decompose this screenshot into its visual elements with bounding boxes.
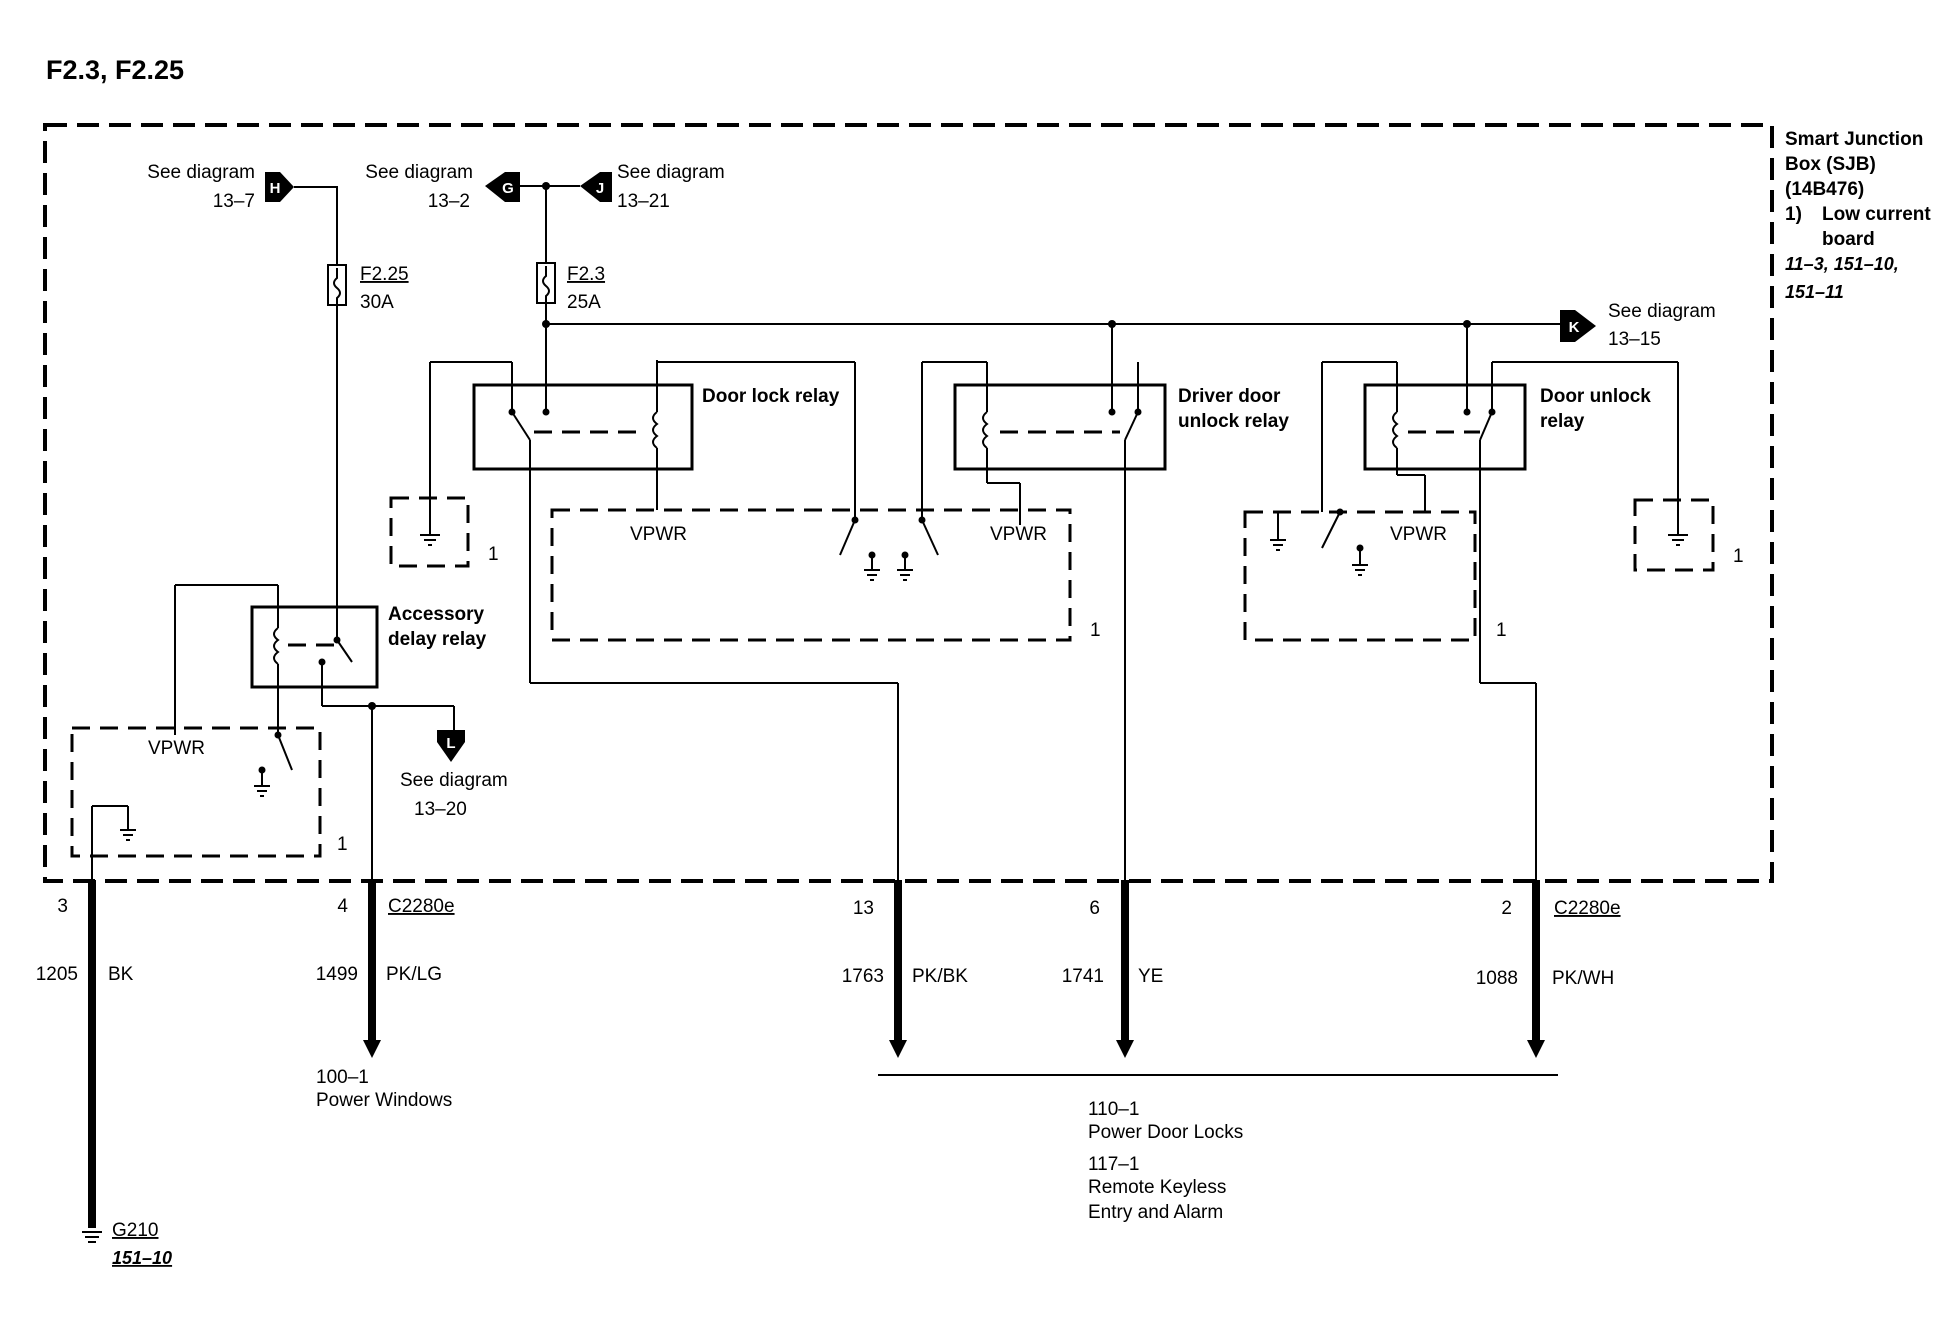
ground-label: G210	[112, 1220, 158, 1241]
vpwr-label: VPWR	[990, 524, 1047, 545]
note-marker: 1	[488, 544, 499, 565]
right-ground-module	[1633, 498, 1715, 572]
ref-k-num: 13–15	[1608, 329, 1661, 350]
wire-color: PK/BK	[912, 966, 968, 987]
svg-text:J: J	[596, 180, 604, 197]
fuse-f2-25-rating: 30A	[360, 292, 394, 313]
svg-text:board: board	[1822, 229, 1875, 250]
pin-label: 3	[57, 896, 68, 917]
svg-text:L: L	[446, 735, 455, 752]
ref-g-label: See diagram	[365, 162, 473, 183]
power-windows-label: Power Windows	[316, 1090, 452, 1111]
smart-junction-box-outline	[43, 123, 1774, 883]
svg-text:K: K	[1569, 319, 1580, 336]
fuse-f2-3-rating: 25A	[567, 292, 601, 313]
ref-j-num: 13–21	[617, 191, 670, 212]
note-marker: 1	[1733, 546, 1744, 567]
accessory-relay-label-2: delay relay	[388, 629, 487, 650]
note-marker: 1	[1090, 620, 1101, 641]
lock-unlock-vpwr-module	[550, 508, 1072, 642]
wire-color: PK/LG	[386, 964, 442, 985]
wire-color: YE	[1138, 966, 1163, 987]
pdl-label: Power Door Locks	[1088, 1122, 1243, 1143]
driver-unlock-relay-label-1: Driver door	[1178, 386, 1281, 407]
ground-icon	[82, 1231, 102, 1243]
door-unlock-relay	[1363, 383, 1527, 471]
ref-g-num: 13–2	[428, 191, 470, 212]
ref-l-label: See diagram	[400, 770, 508, 791]
ref-j-label: See diagram	[617, 162, 725, 183]
door-unlock-relay-label-2: relay	[1540, 411, 1585, 432]
door-unlock-vpwr-module	[1243, 510, 1477, 642]
ref-h-label: See diagram	[147, 162, 255, 183]
note-marker: 1	[1496, 620, 1507, 641]
fuse-f2-3-name: F2.3	[567, 264, 605, 285]
svg-text:11–3, 151–10,: 11–3, 151–10,	[1785, 254, 1899, 274]
ref-arrow-h[interactable]: H	[265, 172, 294, 202]
pdl-num: 110–1	[1088, 1099, 1139, 1120]
wire-color: PK/WH	[1552, 968, 1614, 989]
svg-text:Smart Junction: Smart Junction	[1785, 129, 1923, 150]
ref-l-num: 13–20	[414, 799, 467, 820]
wire-color: BK	[108, 964, 134, 985]
connector-label: C2280e	[388, 896, 455, 917]
accessory-delay-relay	[250, 605, 379, 689]
svg-text:Box (SJB): Box (SJB)	[1785, 154, 1876, 175]
vpwr-label: VPWR	[1390, 524, 1447, 545]
vpwr-label: VPWR	[148, 738, 205, 759]
circuit-number: 1741	[1062, 966, 1104, 987]
pin-label: 4	[337, 896, 348, 917]
door-lock-ground-module	[389, 496, 470, 568]
pin-label: 13	[853, 898, 874, 919]
ref-arrow-k[interactable]: K	[1560, 310, 1596, 342]
door-lock-relay	[472, 383, 694, 471]
pin-label: 2	[1501, 898, 1512, 919]
svg-text:1): 1)	[1785, 204, 1802, 225]
ref-arrow-j[interactable]: J	[580, 172, 612, 202]
door-lock-relay-label: Door lock relay	[702, 386, 840, 407]
circuit-number: 1205	[36, 964, 78, 985]
rke-num: 117–1	[1088, 1154, 1139, 1175]
accessory-relay-label-1: Accessory	[388, 604, 485, 625]
page-title: F2.3, F2.25	[46, 55, 184, 85]
rke-label-1: Remote Keyless	[1088, 1177, 1226, 1198]
circuit-number: 1763	[842, 966, 884, 987]
driver-unlock-relay-label-2: unlock relay	[1178, 411, 1289, 432]
note-marker: 1	[337, 834, 348, 855]
ref-arrow-g[interactable]: G	[485, 172, 520, 202]
vpwr-label: VPWR	[630, 524, 687, 545]
svg-text:(14B476): (14B476)	[1785, 179, 1864, 200]
fuse-f2-25-name: F2.25	[360, 264, 409, 285]
ref-h-num: 13–7	[213, 191, 255, 212]
pin-label: 6	[1089, 898, 1100, 919]
svg-text:151–11: 151–11	[1785, 282, 1844, 302]
door-unlock-relay-label-1: Door unlock	[1540, 386, 1651, 407]
circuit-number: 1088	[1476, 968, 1518, 989]
connector-label: C2280e	[1554, 898, 1621, 919]
svg-text:G: G	[502, 180, 514, 197]
circuit-number: 1499	[316, 964, 358, 985]
accessory-vpwr-module	[70, 726, 322, 858]
rke-label-2: Entry and Alarm	[1088, 1202, 1223, 1223]
svg-text:Low current: Low current	[1822, 204, 1931, 225]
power-windows-num: 100–1	[316, 1067, 369, 1088]
sjb-label: Smart Junction Box (SJB) (14B476) 1) Low…	[1785, 129, 1931, 302]
ref-arrow-l[interactable]: L	[437, 730, 465, 762]
svg-text:H: H	[270, 180, 281, 197]
ref-k-label: See diagram	[1608, 301, 1716, 322]
ground-ref: 151–10	[112, 1248, 172, 1268]
driver-door-unlock-relay	[953, 383, 1167, 471]
